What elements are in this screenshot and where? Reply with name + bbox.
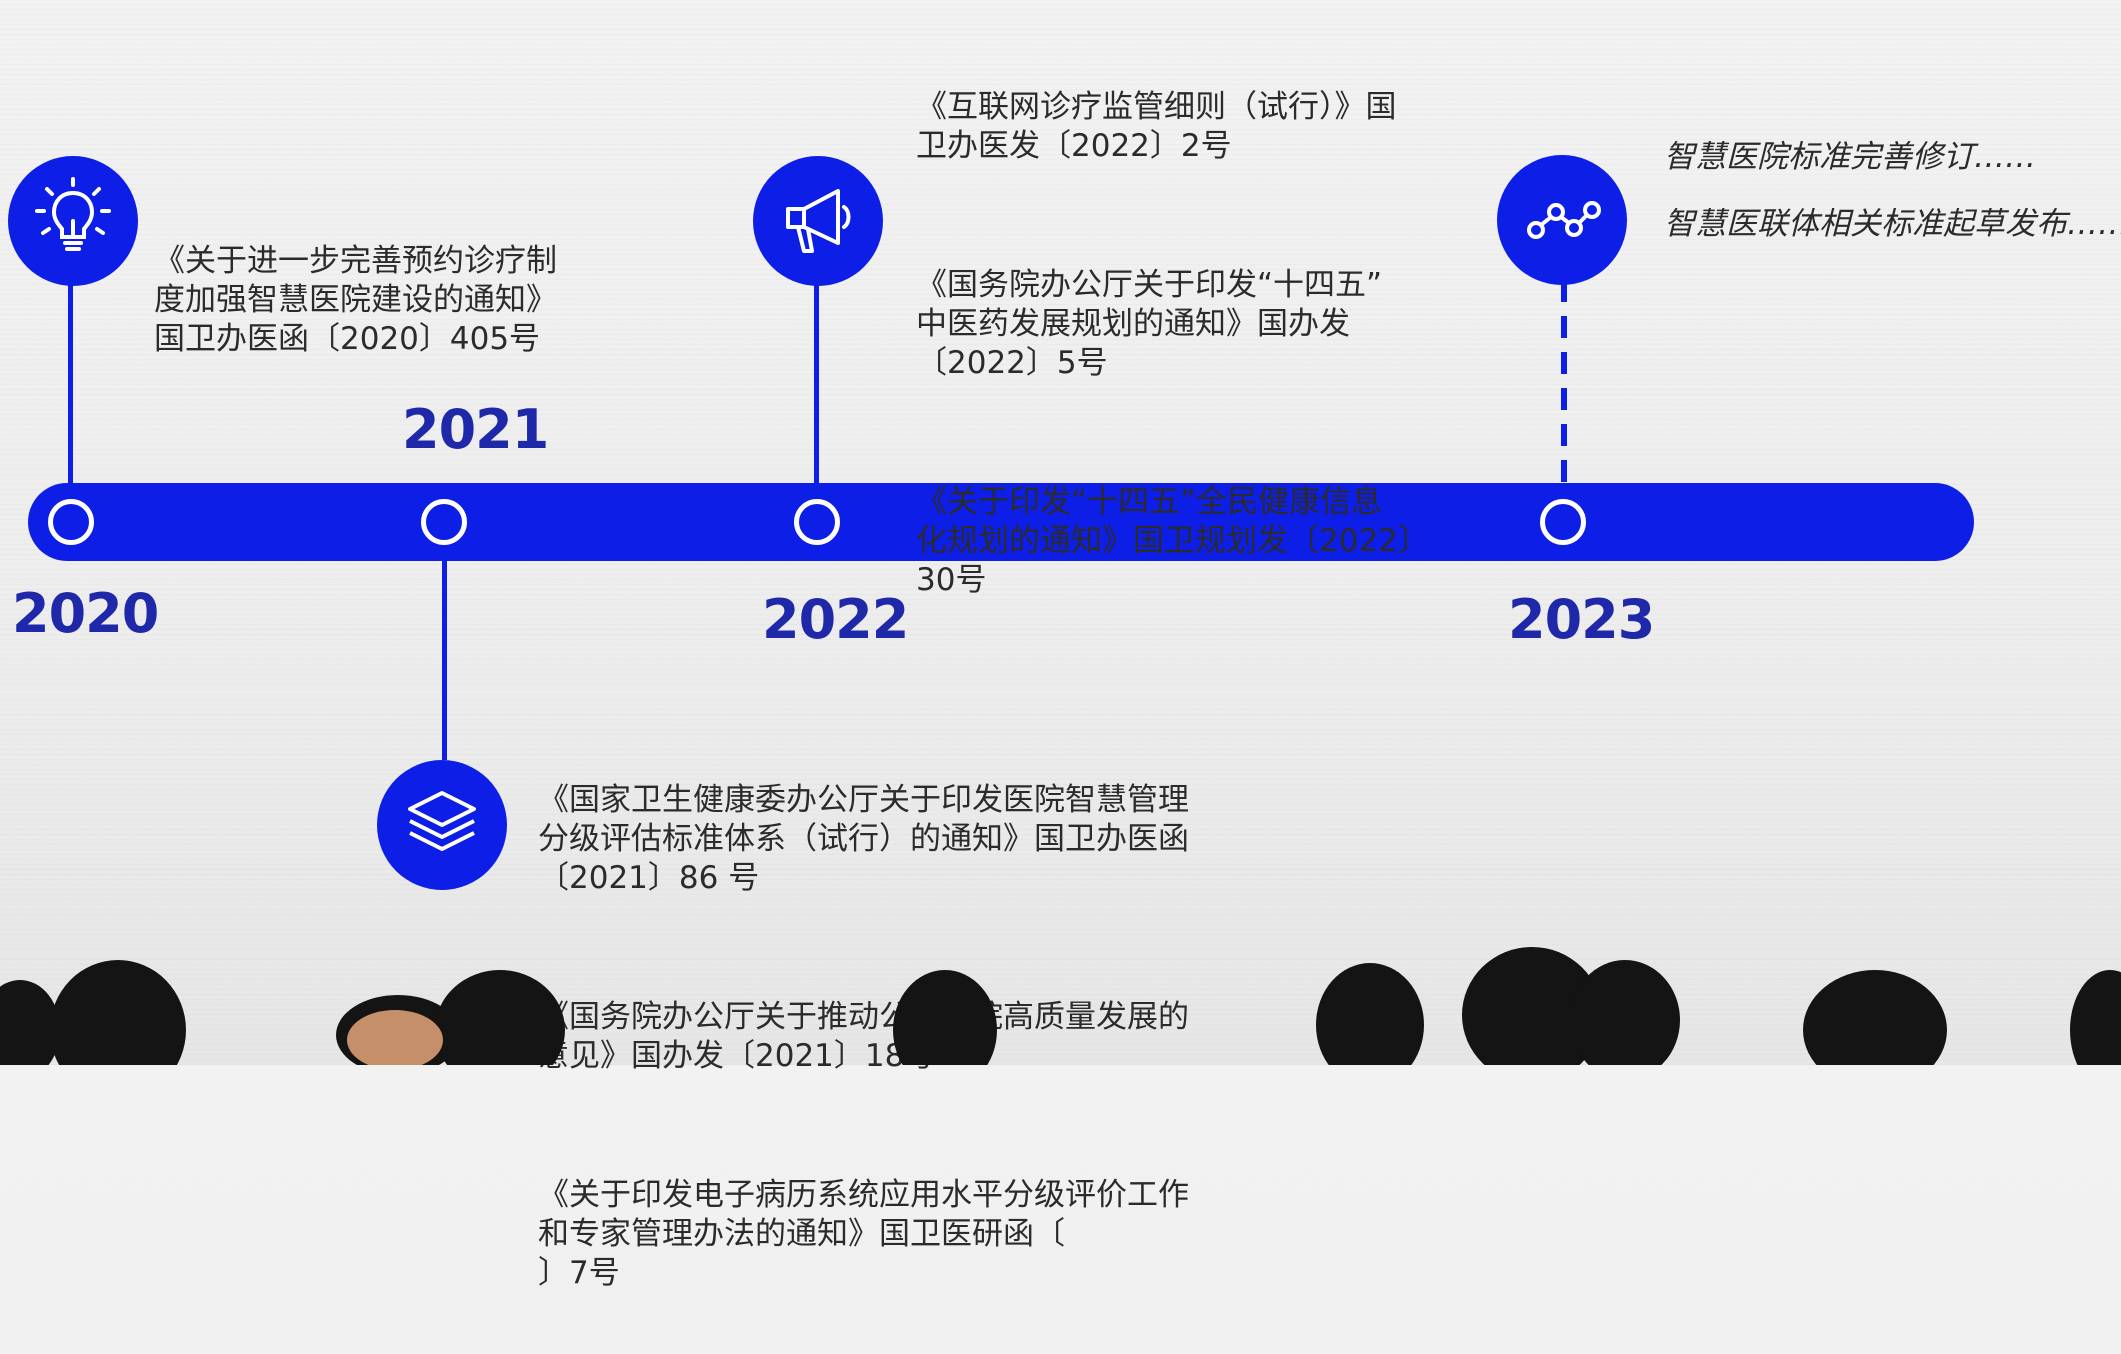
year-label-2022: 2022 [762, 588, 909, 651]
document-entry: 《关于印发“十四五”全民健康信息 化规划的通知》国卫规划发〔2022〕 30号 [916, 484, 1429, 598]
year-label-2023: 2023 [1508, 588, 1655, 651]
year-label-2021: 2021 [402, 398, 549, 461]
document-entry: 《国家卫生健康委办公厅关于印发医院智慧管理 分级评估标准体系（试行）的通知》国卫… [538, 782, 1189, 896]
stem-2023-dashed [1561, 280, 1567, 485]
milestone-2022-badge [753, 156, 883, 286]
timeline-node-2022[interactable] [794, 499, 840, 545]
stem-2022 [814, 280, 819, 486]
year-label-2020: 2020 [12, 582, 159, 645]
timeline-node-2020[interactable] [48, 499, 94, 545]
milestone-2022-docs: 《互联网诊疗监管细则（试行）》国 卫办医发〔2022〕2号 《国务院办公厅关于印… [916, 10, 1429, 661]
milestone-2023-badge [1497, 155, 1627, 285]
plan-note: 智慧医联体相关标准起草发布…… [1664, 206, 2121, 242]
document-entry: 《国务院办公厅关于印发“十四五” 中医药发展规划的通知》国办发 〔2022〕5号 [916, 267, 1383, 381]
plan-note: 智慧医院标准完善修订…… [1664, 139, 2036, 175]
timeline-bar [28, 483, 1974, 561]
stem-2020 [68, 278, 73, 488]
document-entry: 《国务院办公厅关于推动公立医院高质量发展的 意见》国办发〔2021〕18号 [538, 999, 1189, 1074]
timeline-node-2021[interactable] [421, 499, 467, 545]
timeline-node-2023[interactable] [1540, 499, 1586, 545]
layers-icon [394, 775, 490, 875]
milestone-2020-docs: 《关于进一步完善预约诊疗制 度加强智慧医院建设的通知》 国卫办医函〔2020〕4… [154, 164, 557, 420]
milestone-2021-docs: 《国家卫生健康委办公厅关于印发医院智慧管理 分级评估标准体系（试行）的通知》国卫… [538, 703, 1189, 1354]
document-entry: 《互联网诊疗监管细则（试行）》国 卫办医发〔2022〕2号 [916, 89, 1397, 164]
line-chart-icon [1514, 170, 1610, 270]
document-entry: 《关于印发电子病历系统应用水平分级评价工作 和专家管理办法的通知》国卫医研函〔 … [538, 1177, 1189, 1291]
milestone-2020-badge [8, 156, 138, 286]
milestone-2021-badge [377, 760, 507, 890]
megaphone-icon [770, 171, 866, 271]
milestone-2023-notes: 智慧医院标准完善修订…… 智慧医联体相关标准起草发布…… [1664, 138, 2121, 272]
lightbulb-icon [25, 171, 121, 271]
stem-2021 [442, 555, 447, 760]
document-entry: 《关于进一步完善预约诊疗制 度加强智慧医院建设的通知》 国卫办医函〔2020〕4… [154, 243, 557, 357]
